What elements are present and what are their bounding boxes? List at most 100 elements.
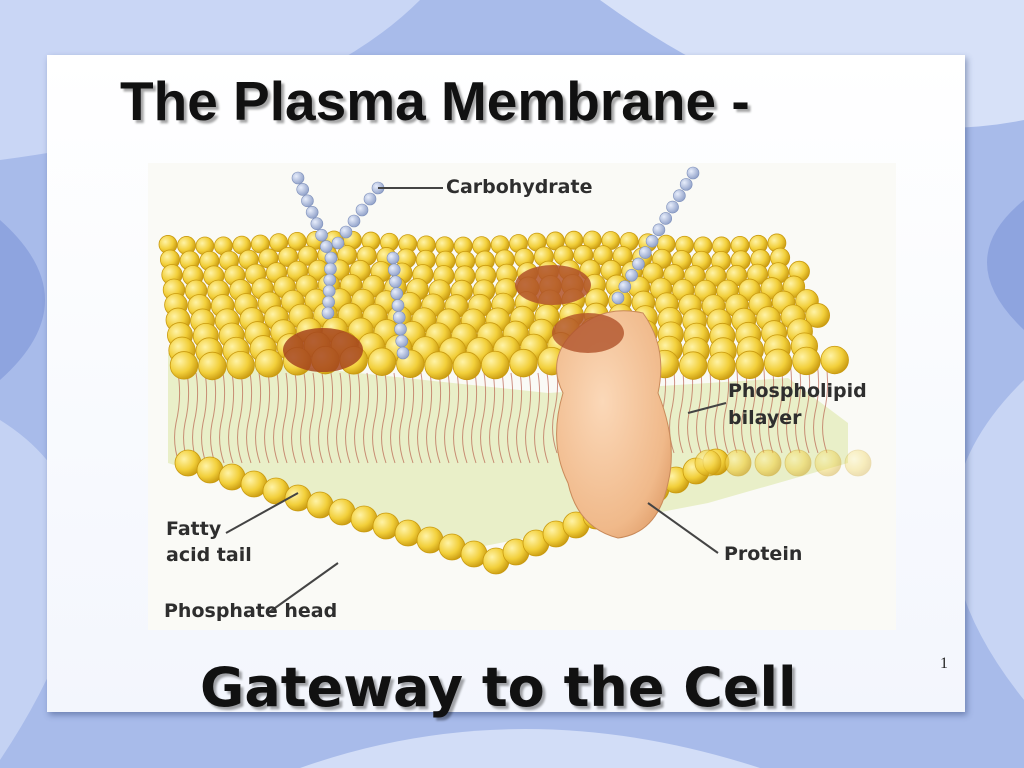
fatty-acid-tail <box>426 372 433 464</box>
carbohydrate-bead <box>296 183 310 196</box>
fatty-acid-tail <box>696 362 703 454</box>
phosphate-head <box>612 246 633 267</box>
label-bilayer: bilayer <box>728 407 802 429</box>
carbohydrate-bead <box>396 346 410 360</box>
carbohydrate-bead <box>310 217 324 231</box>
phosphate-head <box>367 347 397 376</box>
phosphate-head <box>226 351 255 380</box>
fatty-acid-tail <box>480 372 487 464</box>
carbohydrate-bead <box>319 240 333 253</box>
slide-title: The Plasma Membrane - <box>120 70 750 132</box>
carbohydrate-bead <box>618 280 632 293</box>
fatty-acid-tail <box>246 372 253 464</box>
phosphate-head <box>820 345 849 375</box>
fatty-acid-tail <box>273 372 280 464</box>
fatty-acid-tail <box>237 372 244 464</box>
fatty-acid-tail <box>372 372 379 464</box>
carbohydrate-bead <box>652 223 666 237</box>
carbohydrate-bead <box>625 268 638 282</box>
carbohydrate-bead <box>331 236 345 250</box>
carbohydrate-bead <box>391 299 405 312</box>
label-phospholipid: Phospholipid <box>728 380 867 402</box>
fatty-acid-tail <box>516 372 523 464</box>
fatty-acid-tail <box>390 372 397 464</box>
leader-fatty-acid <box>225 492 299 534</box>
fatty-acid-tail <box>768 362 775 454</box>
carbohydrate-bead <box>394 322 407 336</box>
fatty-acid-tail <box>507 372 514 464</box>
phosphate-head <box>481 350 510 380</box>
carbohydrate-bead <box>323 273 337 287</box>
label-carbohydrate: Carbohydrate <box>446 176 593 198</box>
fatty-acid-tail <box>219 372 226 464</box>
carbohydrate-chains <box>291 166 700 360</box>
carbohydrate-bead <box>389 275 402 289</box>
fatty-acid-tail <box>543 372 550 464</box>
phosphate-head <box>763 348 793 378</box>
fatty-acid-tail <box>408 372 415 464</box>
page-number: 1 <box>940 655 948 672</box>
carbohydrate-bead <box>347 214 361 228</box>
slide-subtitle: Gateway to the Cell <box>200 656 797 719</box>
fatty-acid-tail <box>435 372 442 464</box>
fatty-acid-tail <box>705 362 712 454</box>
carbohydrate-bead <box>673 189 686 203</box>
fatty-acid-tail <box>777 362 784 454</box>
phosphate-head <box>297 245 318 266</box>
phosphate-head <box>509 348 538 378</box>
fatty-acid-tail <box>345 372 352 464</box>
fatty-acid-tail <box>210 372 217 464</box>
label-phosphate-head: Phosphate head <box>164 600 338 622</box>
carbohydrate-bead <box>632 257 645 271</box>
carbohydrate-bead <box>355 203 369 217</box>
carbohydrate-bead <box>324 262 337 276</box>
fatty-acid-tail <box>489 372 496 464</box>
embedded-protein-top <box>515 265 591 305</box>
phosphate-head <box>684 265 706 287</box>
fatty-acid-tail <box>354 372 361 464</box>
fatty-acid-tail <box>282 372 289 464</box>
label-acid-tail: acid tail <box>166 544 252 566</box>
carbohydrate-bead <box>666 200 679 214</box>
carbohydrate-bead <box>679 178 693 191</box>
carbohydrate-bead <box>387 263 401 277</box>
fatty-acid-tail <box>255 372 262 464</box>
fatty-acid-tail <box>174 372 181 464</box>
fatty-acid-tail <box>804 362 811 454</box>
carbohydrate-bead <box>390 287 404 300</box>
carbohydrate-bead <box>324 251 338 265</box>
fatty-acid-tail <box>228 372 235 464</box>
phosphate-head <box>784 449 812 477</box>
carbohydrate-bead <box>321 306 335 320</box>
fatty-acid-tail <box>498 372 505 464</box>
transmembrane-protein <box>556 310 672 539</box>
fatty-acid-tail <box>291 372 298 464</box>
phosphate-head <box>424 351 453 380</box>
phosphate-head <box>564 230 584 250</box>
carbohydrate-bead <box>322 295 335 309</box>
fatty-acid-tail <box>534 372 541 464</box>
phosphate-head <box>805 303 830 328</box>
carbohydrate-bead <box>395 334 409 348</box>
fatty-acid-tail <box>336 372 343 464</box>
leader-phosphate-head <box>267 562 339 614</box>
fatty-acid-tail <box>444 372 451 464</box>
protein-top-pocket <box>552 313 624 353</box>
fatty-acid-tail <box>363 372 370 464</box>
carbohydrate-bead <box>301 194 314 208</box>
phosphate-head <box>452 351 482 381</box>
fatty-acid-tail <box>471 372 478 464</box>
phosphate-head <box>724 449 752 477</box>
carbohydrate-bead <box>315 228 328 242</box>
fatty-acid-tail <box>759 362 766 454</box>
carbohydrate-bead <box>339 225 353 239</box>
fatty-acid-tail <box>453 372 460 464</box>
fatty-acid-tail <box>417 372 424 464</box>
phosphate-head <box>735 350 765 380</box>
phosphate-head <box>694 449 722 477</box>
carbohydrate-bead <box>659 212 673 225</box>
phosphate-head <box>679 351 708 380</box>
phosphate-head <box>814 449 842 477</box>
fatty-acid-tail <box>732 362 739 454</box>
fatty-acid-tail <box>795 362 802 454</box>
